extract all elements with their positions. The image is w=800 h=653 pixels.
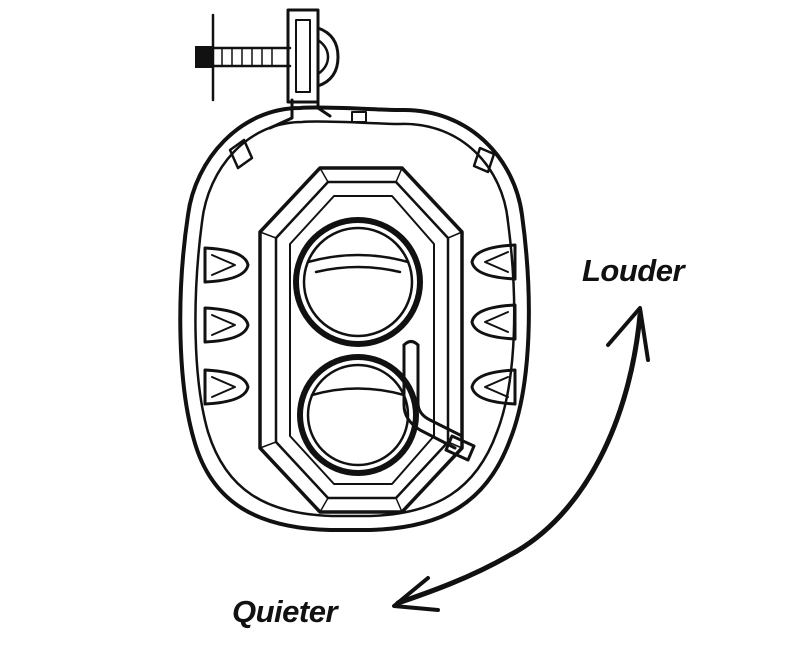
mounting-bolt [195, 8, 340, 104]
volume-arrow [392, 306, 650, 612]
sensor-tube [402, 340, 476, 462]
outlet-tubes [293, 217, 423, 476]
louder-label: Louder [582, 253, 685, 288]
inner-panel [258, 166, 464, 514]
quieter-label: Quieter [232, 594, 338, 629]
side-ribs [203, 243, 517, 406]
muffler-body [178, 105, 531, 532]
